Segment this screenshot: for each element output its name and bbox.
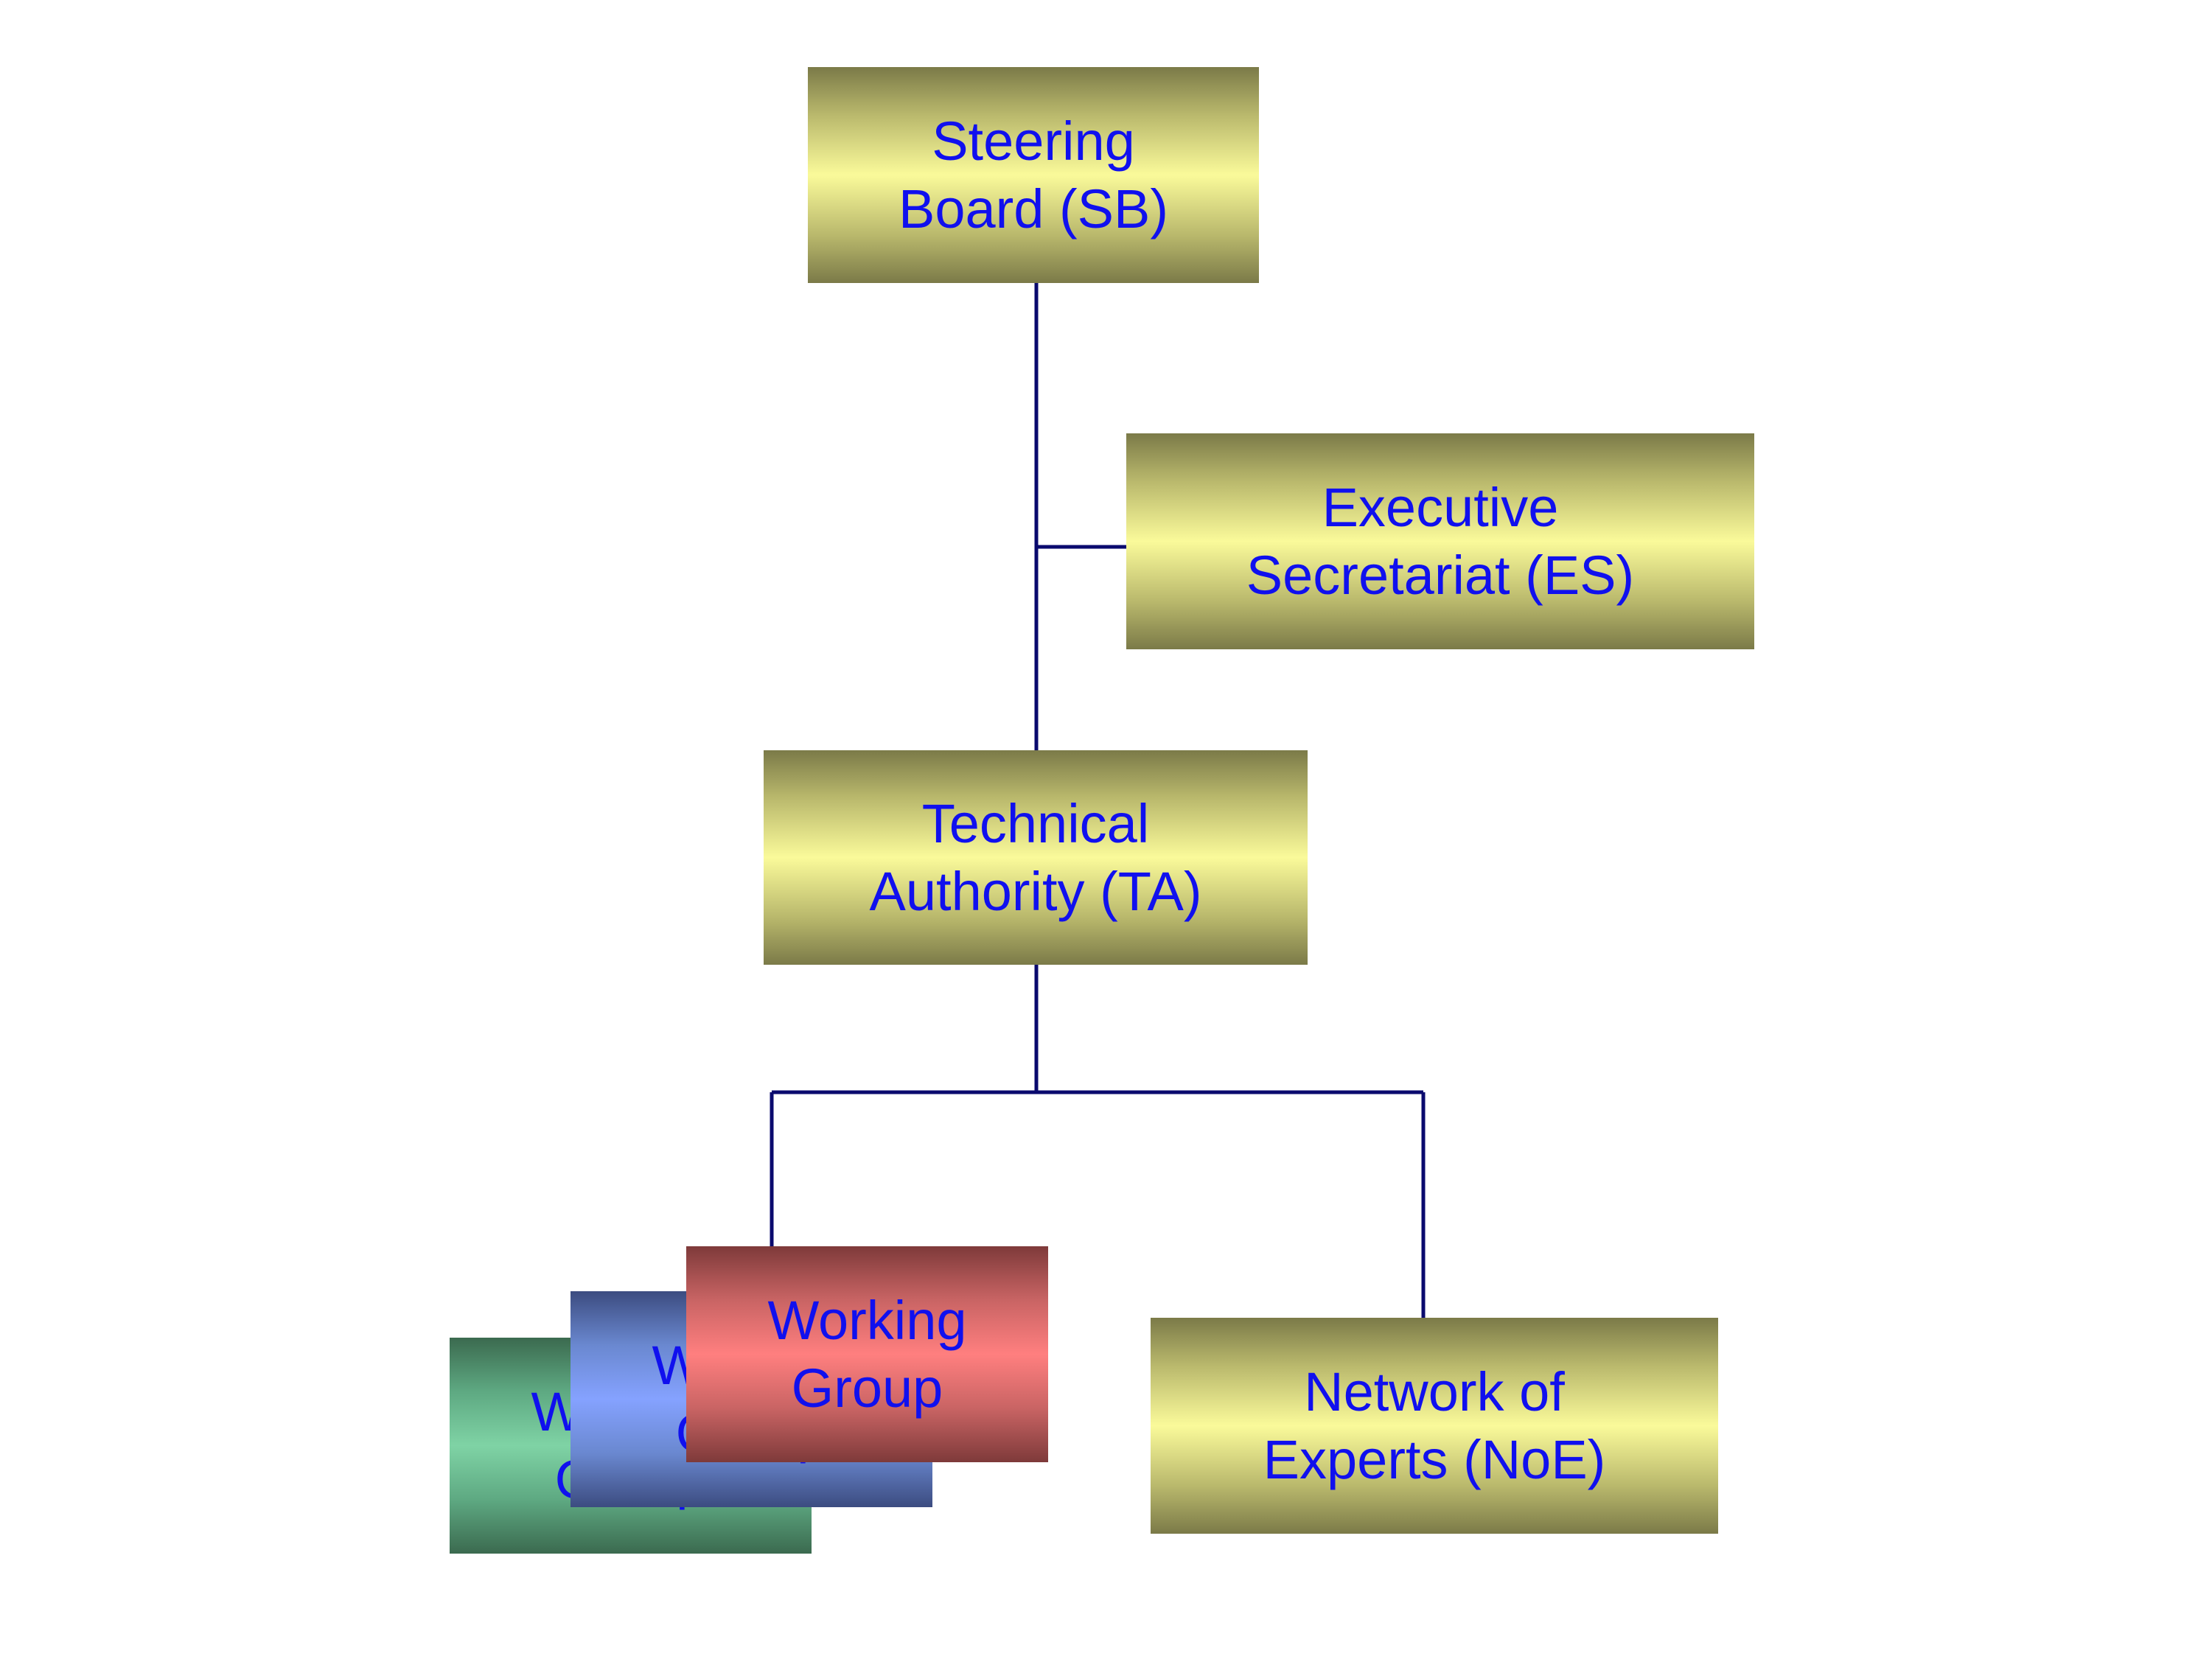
executive-secretariat-box: Executive Secretariat (ES) <box>1126 433 1754 649</box>
technical-authority-box: Technical Authority (TA) <box>764 750 1308 965</box>
network-of-experts-label: Network of Experts (NoE) <box>1263 1361 1606 1490</box>
working-group-front-label: Working Group <box>767 1289 967 1419</box>
working-group-front-box: Working Group <box>686 1246 1048 1462</box>
network-of-experts-box: Network of Experts (NoE) <box>1151 1318 1718 1534</box>
executive-secretariat-label: Executive Secretariat (ES) <box>1246 476 1635 606</box>
steering-board-label: Steering Board (SB) <box>898 110 1169 240</box>
steering-board-box: Steering Board (SB) <box>808 67 1259 283</box>
technical-authority-label: Technical Authority (TA) <box>869 792 1202 922</box>
